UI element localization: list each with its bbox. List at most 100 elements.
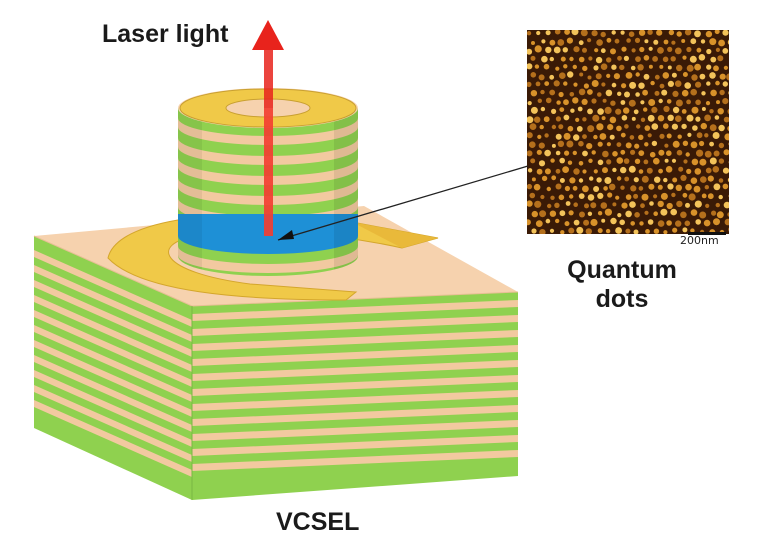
quantum-dot (705, 30, 713, 38)
quantum-dot (666, 99, 672, 104)
quantum-dot (582, 169, 587, 174)
quantum-dot (602, 167, 608, 174)
quantum-dot (596, 177, 602, 183)
quantum-dot (638, 134, 644, 140)
quantum-dot (620, 132, 626, 138)
quantum-dot (680, 211, 687, 219)
quantum-dot (666, 133, 672, 139)
quantum-dot (604, 106, 612, 114)
quantum-dot (640, 117, 646, 123)
quantum-dot (691, 106, 699, 114)
quantum-dot (628, 31, 635, 37)
quantum-dot (569, 56, 574, 62)
quantum-dot (718, 194, 723, 200)
quantum-dot (700, 122, 707, 130)
substrate-layer (192, 330, 518, 351)
quantum-dot (722, 98, 729, 105)
quantum-dot (572, 185, 578, 191)
quantum-dot (527, 200, 533, 207)
quantum-dot (694, 168, 702, 175)
quantum-dot (604, 208, 613, 216)
quantum-dot (629, 201, 636, 208)
quantum-dot (575, 117, 580, 122)
quantum-dot (602, 98, 607, 103)
quantum-dot (604, 177, 612, 184)
quantum-dot (664, 158, 669, 163)
quantum-dot (617, 91, 622, 97)
quantum-dot (709, 141, 714, 147)
quantum-dot (662, 56, 669, 63)
quantum-dot (554, 30, 561, 35)
quantum-dot (607, 124, 614, 131)
quantum-dot (593, 186, 600, 192)
quantum-dot (684, 82, 691, 89)
quantum-dot (537, 98, 542, 104)
quantum-dot (658, 168, 663, 174)
quantum-dot (675, 115, 682, 122)
quantum-dot (606, 37, 612, 43)
quantum-dot (534, 116, 541, 123)
quantum-dot (595, 73, 602, 80)
quantum-dot (704, 133, 709, 138)
quantum-dot (563, 132, 571, 140)
quantum-dot (667, 46, 673, 53)
substrate-layer (34, 310, 192, 387)
quantum-dot (671, 123, 679, 130)
quantum-dot (653, 194, 658, 199)
quantum-dot (696, 149, 704, 157)
quantum-dot (667, 114, 674, 122)
quantum-dot (531, 228, 537, 234)
quantum-dot (651, 123, 659, 130)
quantum-dot (535, 81, 541, 87)
quantum-dot (590, 202, 597, 209)
afm-image (527, 30, 729, 235)
quantum-dot (558, 124, 564, 130)
quantum-dot (569, 92, 575, 97)
scale-bar (688, 232, 726, 235)
quantum-dot (626, 38, 631, 43)
quantum-dot (690, 141, 698, 149)
quantum-dot (727, 126, 729, 131)
quantum-dot (555, 133, 562, 140)
quantum-dot (685, 183, 692, 191)
quantum-dot (577, 106, 583, 112)
quantum-dot (527, 168, 533, 173)
quantum-dot (675, 99, 683, 107)
pillar-layer (178, 178, 358, 205)
quantum-dot (722, 81, 728, 87)
quantum-dot (534, 200, 542, 208)
quantum-dot (527, 219, 531, 226)
quantum-dot (700, 39, 706, 44)
quantum-dot (589, 176, 594, 181)
quantum-dot (551, 108, 557, 114)
quantum-dot (657, 220, 665, 227)
quantum-dot (684, 220, 691, 227)
quantum-dot (719, 73, 726, 80)
quantum-dot (587, 38, 592, 43)
quantum-dot (728, 160, 729, 164)
quantum-dot (530, 55, 536, 61)
quantum-dot (641, 193, 649, 201)
quantum-dot (597, 141, 603, 147)
pointer-line (277, 165, 529, 241)
quantum-dot (686, 64, 694, 72)
quantum-dot (657, 184, 663, 190)
quantum-dot (654, 176, 661, 183)
quantum-dot (593, 134, 598, 140)
quantum-dot (596, 123, 604, 131)
quantum-dot (723, 65, 729, 70)
substrate-layer (34, 355, 192, 432)
substrate-layer (192, 420, 518, 441)
quantum-dot (647, 114, 655, 122)
quantum-dot (530, 158, 536, 164)
quantum-dot (638, 186, 644, 191)
quantum-dot (709, 124, 717, 132)
quantum-dot (621, 115, 628, 121)
quantum-dot (659, 83, 665, 89)
quantum-dot (698, 54, 706, 61)
quantum-dot (590, 218, 598, 227)
quantum-dot (712, 166, 720, 173)
laser-light-label: Laser light (102, 20, 229, 48)
quantum-dot (609, 134, 615, 140)
